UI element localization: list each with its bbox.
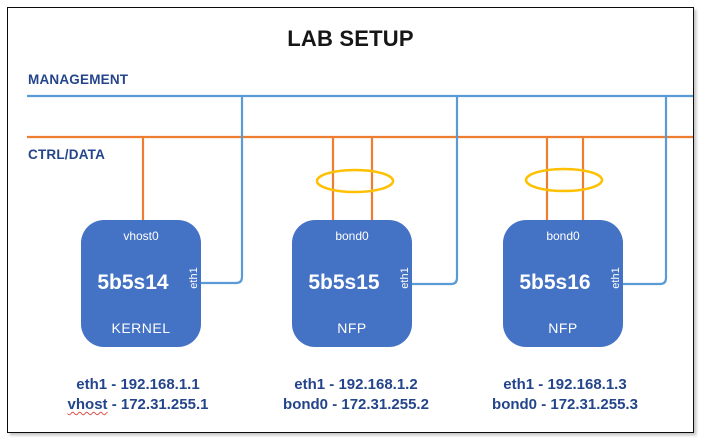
top-port-label: bond0 [335, 229, 369, 243]
management-bus-label: MANAGEMENT [28, 72, 129, 87]
datapath-label: NFP [337, 320, 367, 336]
iface-ip: - 192.168.1.2 [325, 376, 418, 393]
server-hostname: 5b5s15 [308, 271, 380, 294]
side-port-label: eth1 [188, 267, 200, 289]
iface-ip: - 172.31.255.3 [537, 396, 638, 413]
address-block-5b5s15: eth1 - 192.168.1.2 bond0 - 172.31.255.2 [266, 375, 446, 415]
side-port-label: eth1 [399, 267, 411, 289]
address-block-5b5s16: eth1 - 192.168.1.3 bond0 - 172.31.255.3 [475, 375, 655, 415]
server-hostname: 5b5s16 [519, 271, 591, 294]
iface-ip: - 172.31.255.2 [328, 396, 429, 413]
address-line: bond0 - 172.31.255.3 [475, 395, 655, 415]
address-block-5b5s14: eth1 - 192.168.1.1 vhost - 172.31.255.1 [48, 375, 228, 415]
address-line: vhost - 172.31.255.1 [48, 395, 228, 415]
iface-name: eth1 [76, 376, 108, 393]
datapath-label: NFP [548, 320, 578, 336]
bond-ellipse-5b5s16 [524, 167, 604, 193]
server-hostname: 5b5s14 [97, 271, 169, 294]
address-line: eth1 - 192.168.1.2 [266, 375, 446, 395]
iface-name: vhost [67, 396, 108, 413]
iface-name: eth1 [503, 376, 535, 393]
ctrl-data-bus-label: CTRL/DATA [28, 147, 106, 162]
diagram-title: LAB SETUP [287, 26, 414, 51]
top-port-label: bond0 [546, 229, 580, 243]
side-port-label: eth1 [610, 267, 622, 289]
top-port-label: vhost0 [123, 229, 159, 243]
iface-name: eth1 [294, 376, 326, 393]
iface-name: bond0 [283, 396, 329, 413]
address-line: bond0 - 172.31.255.2 [266, 395, 446, 415]
mgmt-drop-5b5s16 [623, 96, 668, 286]
address-line: eth1 - 192.168.1.3 [475, 375, 655, 395]
iface-name: bond0 [492, 396, 538, 413]
address-line: eth1 - 192.168.1.1 [48, 375, 228, 395]
mgmt-drop-5b5s15 [412, 96, 459, 286]
mgmt-drop-5b5s14 [200, 96, 244, 285]
datapath-label: KERNEL [111, 320, 171, 336]
iface-ip: - 192.168.1.1 [107, 376, 200, 393]
server-node-5b5s15: bond0 5b5s15 eth1 NFP [292, 220, 412, 347]
iface-ip: - 192.168.1.3 [534, 376, 627, 393]
bond-ellipse-5b5s15 [315, 168, 395, 194]
server-node-5b5s14: vhost0 5b5s14 eth1 KERNEL [81, 220, 201, 347]
iface-ip: - 172.31.255.1 [107, 396, 209, 413]
server-node-5b5s16: bond0 5b5s16 eth1 NFP [503, 220, 623, 347]
